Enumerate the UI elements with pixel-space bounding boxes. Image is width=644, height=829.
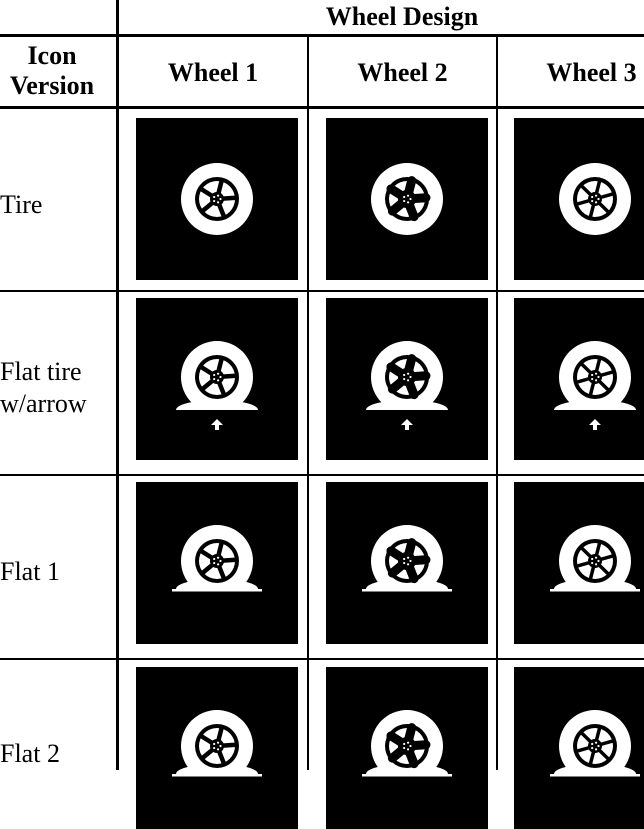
row-label-tire: Tire xyxy=(0,189,116,221)
row-label-line: w/arrow xyxy=(0,389,87,418)
row-label-flat-2: Flat 2 xyxy=(0,738,116,770)
divider xyxy=(0,34,644,37)
flat-2-five-spoke-wide-icon xyxy=(326,667,488,829)
row-label-line: Flat tire xyxy=(0,357,82,386)
divider xyxy=(116,0,119,770)
flat-1-six-spoke-icon xyxy=(514,482,644,644)
divider xyxy=(496,36,498,770)
row-label-line: Tire xyxy=(0,190,43,219)
flat-tire-with-arrow-five-spoke-wide-icon xyxy=(326,298,488,460)
row-header: Icon Version xyxy=(0,41,104,101)
column-header-wheel-1: Wheel 1 xyxy=(167,58,259,87)
divider xyxy=(0,290,644,292)
tire-six-spoke-icon xyxy=(514,118,644,280)
flat-1-five-spoke-wide-icon xyxy=(326,482,488,644)
column-header-wheel-3: Wheel 3 xyxy=(546,58,637,87)
row-label-line: Flat 2 xyxy=(0,739,60,768)
row-header-line: Version xyxy=(9,71,95,100)
divider xyxy=(0,474,644,476)
row-label-flat-1: Flat 1 xyxy=(0,556,116,588)
column-header-wheel-2: Wheel 2 xyxy=(357,58,448,87)
divider xyxy=(307,36,309,770)
flat-tire-with-arrow-six-spoke-icon xyxy=(514,298,644,460)
tire-five-spoke-thin-icon xyxy=(136,118,298,280)
row-label-line: Flat 1 xyxy=(0,557,60,586)
flat-2-six-spoke-icon xyxy=(514,667,644,829)
tire-five-spoke-wide-icon xyxy=(326,118,488,280)
row-label-flat-tire-arrow: Flat tire w/arrow xyxy=(0,356,116,420)
group-header: Wheel Design xyxy=(325,2,479,31)
divider xyxy=(0,106,644,109)
flat-tire-with-arrow-five-spoke-thin-icon xyxy=(136,298,298,460)
divider xyxy=(0,658,644,660)
row-header-line: Icon xyxy=(27,41,77,70)
flat-1-five-spoke-thin-icon xyxy=(136,482,298,644)
flat-2-five-spoke-thin-icon xyxy=(136,667,298,829)
